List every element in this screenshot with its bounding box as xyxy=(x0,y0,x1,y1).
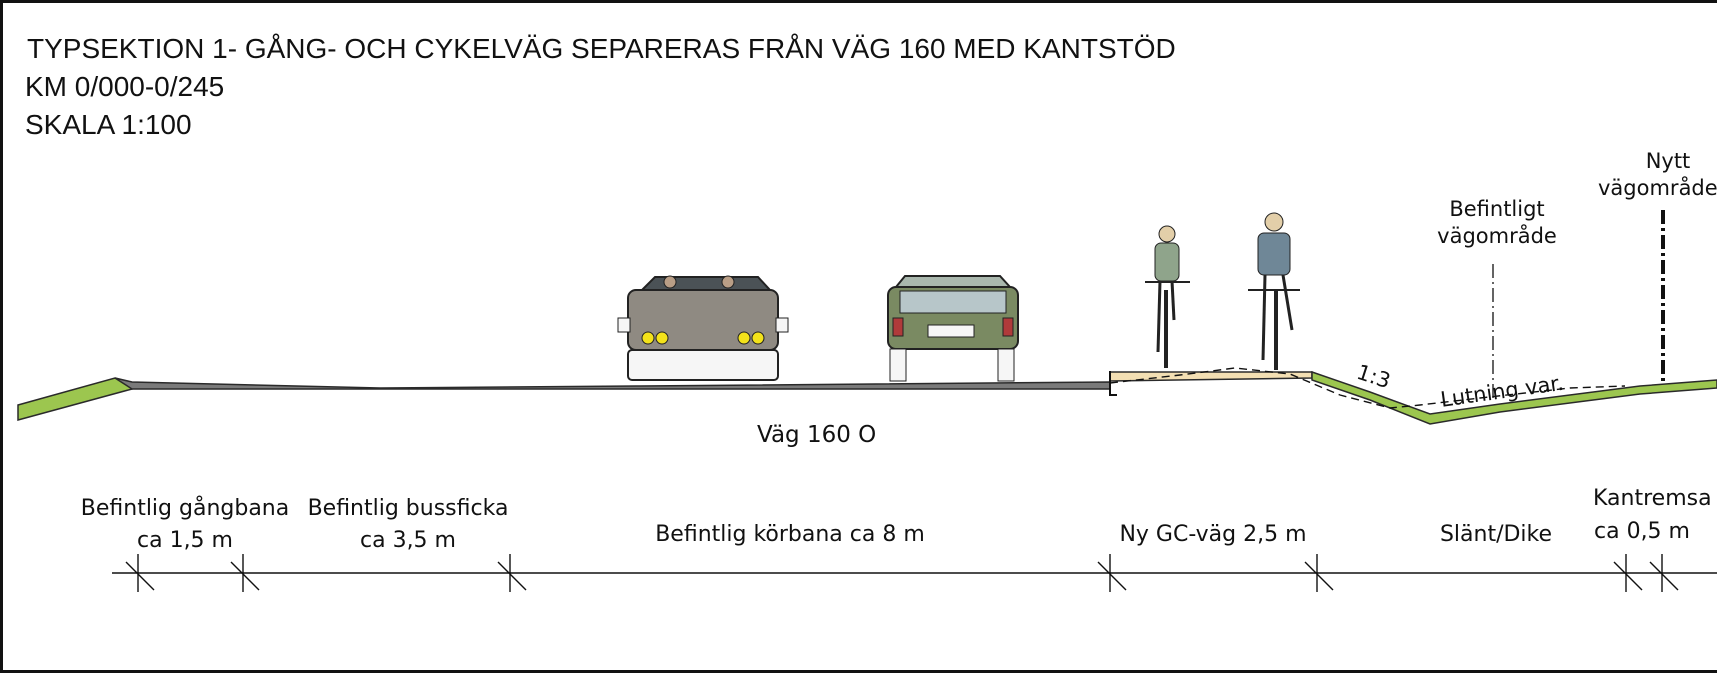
cyclist-right xyxy=(1248,212,1300,370)
dimension-ticks xyxy=(125,554,1679,592)
dim-label-carriageway: Befintlig körbana ca 8 m xyxy=(655,522,925,547)
road-name-label: Väg 160 O xyxy=(757,422,876,448)
slope-ditch-grass xyxy=(1311,370,1717,425)
grass-left-embankment xyxy=(17,377,133,421)
curb xyxy=(1109,371,1117,396)
car-front-view xyxy=(617,275,789,381)
dim-label-gc-path: Ny GC-väg 2,5 m xyxy=(1119,522,1306,547)
existing-ground-dashed-line xyxy=(1109,367,1626,409)
asphalt-carriageway xyxy=(114,377,1111,390)
car-rear-view xyxy=(887,275,1019,382)
new-road-area-label-line2: vägområde xyxy=(1598,175,1717,200)
dim-label-slope-ditch: Slänt/Dike xyxy=(1440,522,1552,547)
dim-label-sidewalk-line2: ca 1,5 m xyxy=(137,528,233,553)
section-title: TYPSEKTION 1- GÅNG- OCH CYKELVÄG SEPARER… xyxy=(27,33,1176,64)
cyclist-left xyxy=(1145,225,1190,368)
new-road-area-label-line1: Nytt xyxy=(1646,149,1691,173)
scale-label: SKALA 1:100 xyxy=(25,109,192,140)
dim-label-verge-line2: ca 0,5 m xyxy=(1594,519,1690,544)
km-range: KM 0/000-0/245 xyxy=(25,71,224,102)
dim-label-verge-line1: Kantremsa xyxy=(1593,486,1712,511)
existing-road-area-label-line2: vägområde xyxy=(1437,223,1557,248)
dim-label-sidewalk-line1: Befintlig gångbana xyxy=(81,495,289,521)
existing-road-area-label-line1: Befintligt xyxy=(1449,197,1544,221)
dim-label-bus-bay-line1: Befintlig bussficka xyxy=(308,496,509,521)
dim-label-bus-bay-line2: ca 3,5 m xyxy=(360,528,456,553)
